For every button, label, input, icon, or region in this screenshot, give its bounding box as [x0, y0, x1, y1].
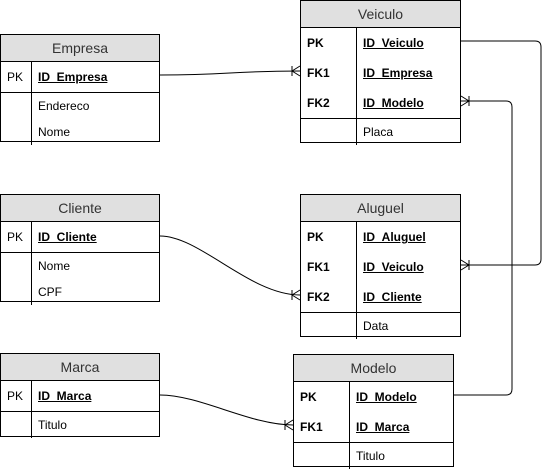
table-row-pk: PK ID_Modelo — [294, 382, 453, 412]
relation-empresa-veiculo — [159, 70, 301, 76]
table-title: Empresa — [1, 35, 159, 62]
field-name: ID_Veiculo — [356, 28, 460, 58]
field-name: Placa — [356, 119, 460, 145]
field-name: Titulo — [31, 412, 159, 438]
key-label — [301, 313, 356, 339]
key-label — [294, 443, 349, 469]
table-row: Placa — [301, 119, 460, 145]
table-title: Cliente — [1, 195, 159, 222]
table-title: Veiculo — [301, 1, 460, 28]
key-label: FK2 — [307, 290, 330, 304]
key-label — [1, 253, 31, 279]
key-label: FK1 — [307, 260, 330, 274]
field-name: CPF — [31, 279, 159, 305]
table-row: Endereco — [1, 93, 159, 119]
table-row-pk: PK ID_Veiculo — [301, 28, 460, 58]
table-modelo[interactable]: Modelo PK ID_Modelo FK1 ID_Marca Titulo — [293, 354, 454, 469]
field-name: ID_Veiculo — [356, 252, 460, 282]
field-name: ID_Modelo — [356, 88, 460, 118]
field-name: ID_Marca — [31, 381, 159, 411]
table-row-fk: FK1 ID_Veiculo — [301, 252, 460, 282]
key-label — [1, 412, 31, 438]
field-name: Endereco — [31, 93, 159, 119]
relation-marca-modelo — [159, 394, 294, 426]
key-label: PK — [7, 389, 24, 403]
key-label: PK — [307, 36, 324, 50]
key-label: FK2 — [307, 96, 330, 110]
table-empresa[interactable]: Empresa PK ID_Empresa Endereco Nome — [0, 34, 160, 145]
table-veiculo[interactable]: Veiculo PK ID_Veiculo FK1 ID_Empresa FK2… — [300, 0, 461, 145]
table-row-fk: FK2 ID_Cliente — [301, 282, 460, 313]
table-row: Nome — [1, 119, 159, 145]
key-label — [1, 119, 31, 145]
table-row: Titulo — [1, 412, 159, 438]
key-label — [1, 93, 31, 119]
field-name: ID_Cliente — [356, 282, 460, 312]
table-cliente[interactable]: Cliente PK ID_Cliente Nome CPF — [0, 194, 160, 305]
table-row: Data — [301, 313, 460, 339]
table-title: Aluguel — [301, 195, 460, 222]
field-name: Data — [356, 313, 460, 339]
relation-cliente-aluguel — [159, 235, 301, 296]
table-aluguel[interactable]: Aluguel PK ID_Aluguel FK1 ID_Veiculo FK2… — [300, 194, 461, 339]
key-label: PK — [300, 390, 317, 404]
relation-modelo-veiculo — [454, 100, 513, 396]
table-row-fk: FK1 ID_Marca — [294, 412, 453, 443]
table-title: Modelo — [294, 355, 453, 382]
key-label: PK — [307, 230, 324, 244]
field-name: ID_Empresa — [31, 62, 159, 92]
table-row: Nome — [1, 253, 159, 279]
key-label: FK1 — [300, 420, 323, 434]
relation-veiculo-aluguel — [461, 40, 542, 266]
key-label — [301, 119, 356, 145]
field-name: Titulo — [349, 443, 453, 469]
key-label: PK — [7, 230, 24, 244]
table-title: Marca — [1, 354, 159, 381]
field-name: Nome — [31, 253, 159, 279]
table-marca[interactable]: Marca PK ID_Marca Titulo — [0, 353, 160, 438]
table-row: CPF — [1, 279, 159, 305]
table-row-fk: FK1 ID_Empresa — [301, 58, 460, 88]
field-name: ID_Marca — [349, 412, 453, 442]
table-row-pk: PK ID_Aluguel — [301, 222, 460, 252]
table-row-pk: PK ID_Cliente — [1, 222, 159, 253]
field-name: ID_Modelo — [349, 382, 453, 412]
table-row-pk: PK ID_Marca — [1, 381, 159, 412]
field-name: Nome — [31, 119, 159, 145]
key-label: FK1 — [307, 66, 330, 80]
field-name: ID_Empresa — [356, 58, 460, 88]
field-name: ID_Aluguel — [356, 222, 460, 252]
table-row-fk: FK2 ID_Modelo — [301, 88, 460, 119]
key-label: PK — [7, 70, 24, 84]
key-label — [1, 279, 31, 305]
field-name: ID_Cliente — [31, 222, 159, 252]
table-row: Titulo — [294, 443, 453, 469]
table-row-pk: PK ID_Empresa — [1, 62, 159, 93]
